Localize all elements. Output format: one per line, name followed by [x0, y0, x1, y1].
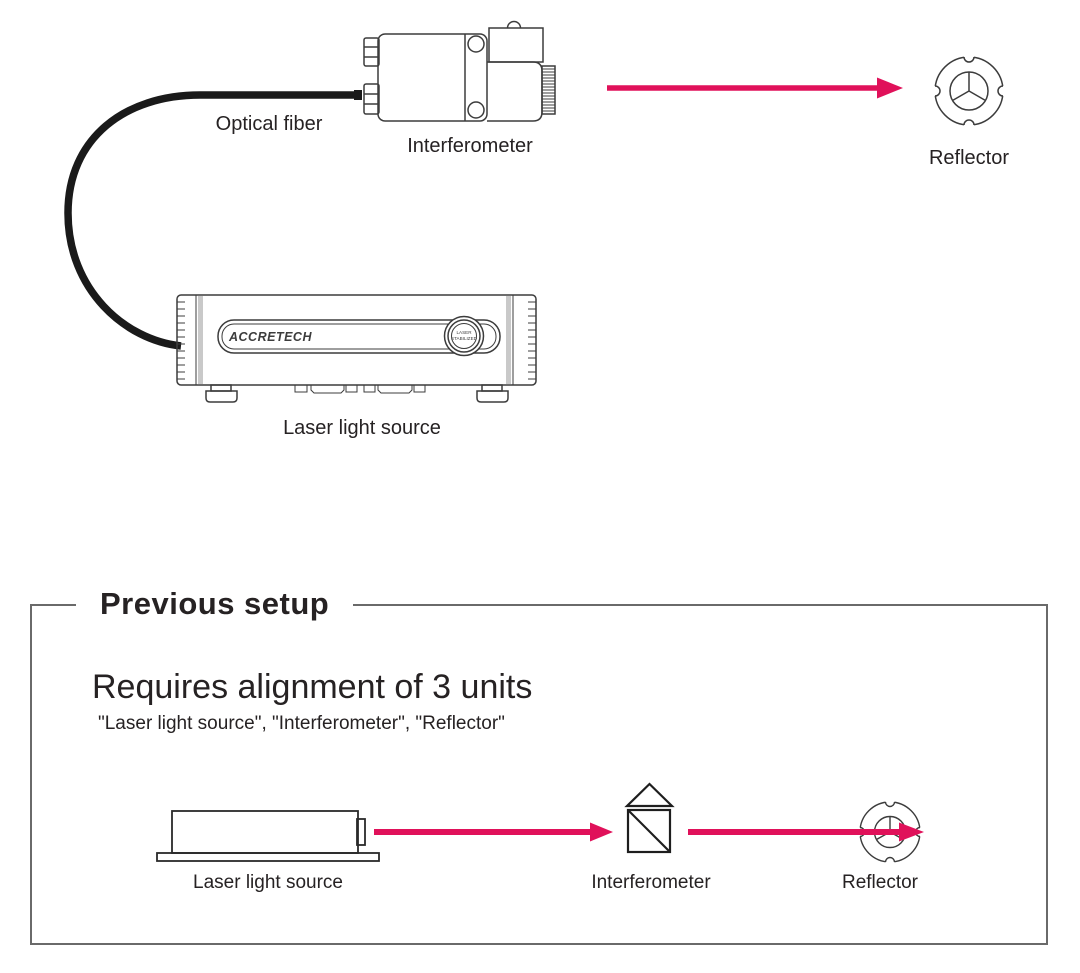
prev-interferometer-illustration [624, 782, 675, 854]
reflector-illustration-top [930, 52, 1008, 130]
interferometer-device-illustration [363, 20, 556, 122]
prev-beam-arrow-1 [374, 822, 613, 842]
laser-device-illustration [176, 294, 537, 403]
prev-beam-arrow-2 [688, 822, 924, 842]
device-button-label-line1: LASER [456, 330, 472, 335]
device-brand-logo: ACCRETECH [228, 330, 312, 344]
beam-arrow-top [607, 77, 903, 99]
optical-fiber-line [64, 90, 362, 350]
prev-laser-illustration [156, 810, 380, 862]
device-button-label-line2: STABILIZED [451, 336, 478, 341]
previous-setup-box [30, 604, 1048, 945]
